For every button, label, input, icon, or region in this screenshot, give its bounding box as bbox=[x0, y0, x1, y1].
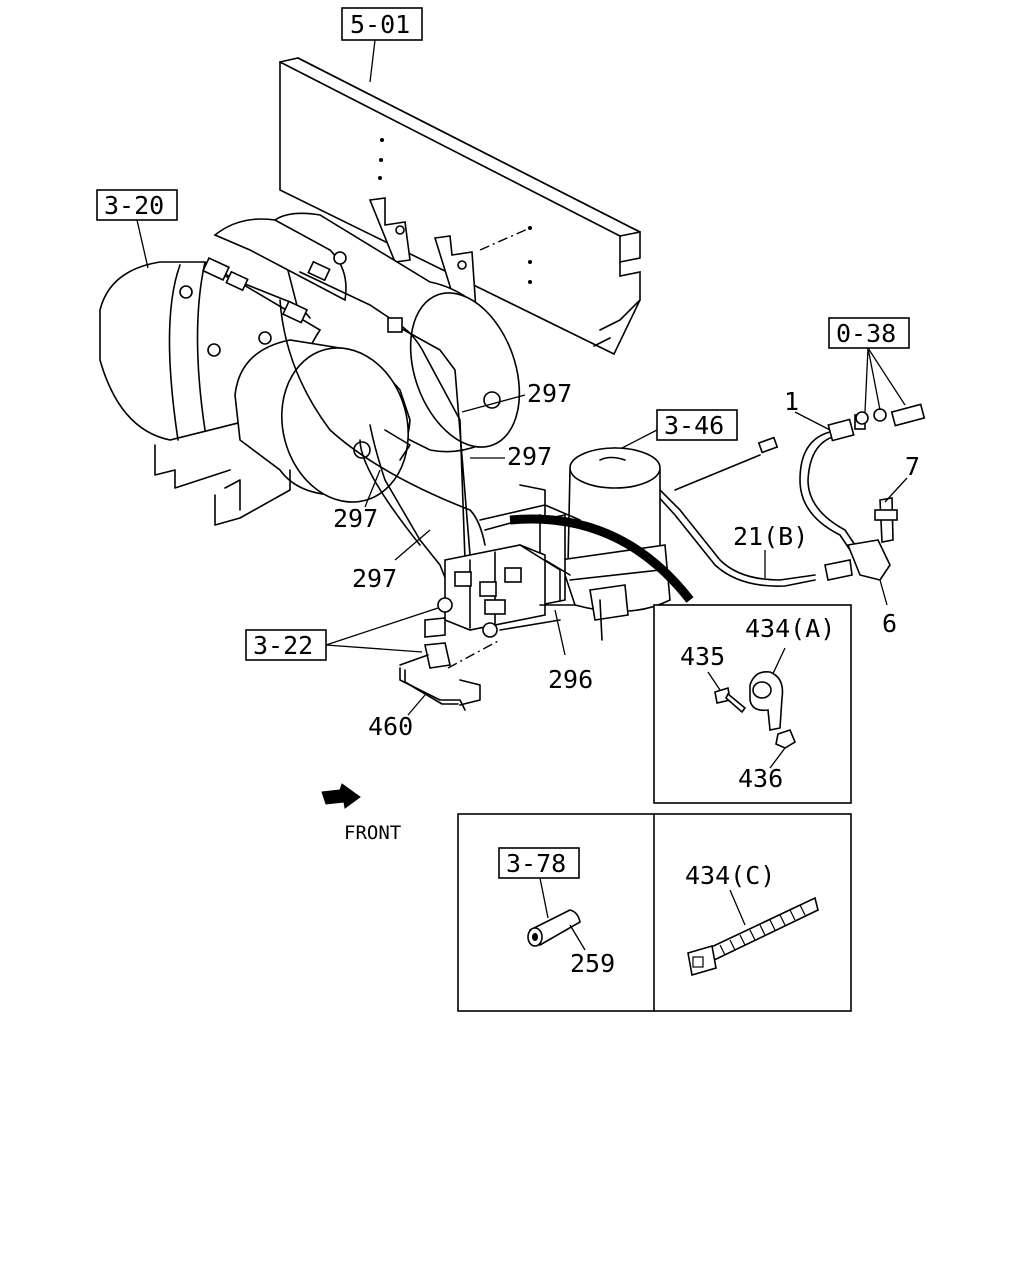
svg-text:FRONT: FRONT bbox=[344, 822, 401, 844]
svg-text:3-46: 3-46 bbox=[664, 411, 724, 440]
ref-0-38: 0-38 bbox=[828, 317, 910, 413]
inset-cable-tie: 434(C) bbox=[685, 861, 819, 977]
svg-text:3-78: 3-78 bbox=[506, 849, 566, 878]
label-296: 296 bbox=[548, 609, 593, 694]
tank-bracket bbox=[368, 197, 477, 313]
front-arrow-icon bbox=[321, 783, 361, 809]
label-460: 460 bbox=[368, 694, 426, 741]
fitting-0-38 bbox=[855, 403, 926, 427]
label-1: 1 bbox=[784, 387, 831, 431]
dryer-hose bbox=[509, 514, 694, 603]
svg-text:0-38: 0-38 bbox=[836, 319, 896, 348]
air-dryer bbox=[519, 447, 671, 641]
label-21b: 21(B) bbox=[733, 522, 808, 578]
svg-text:259: 259 bbox=[570, 949, 615, 978]
svg-text:5-01: 5-01 bbox=[350, 10, 410, 39]
svg-text:435: 435 bbox=[680, 642, 725, 671]
svg-text:7: 7 bbox=[905, 452, 920, 481]
line-fittings bbox=[202, 256, 403, 333]
svg-text:297: 297 bbox=[527, 379, 572, 408]
label-297-d: 297 bbox=[352, 529, 431, 593]
fitting-3-22 bbox=[399, 617, 501, 711]
svg-text:3-22: 3-22 bbox=[253, 631, 313, 660]
ref-3-20: 3-20 bbox=[96, 189, 178, 269]
valve-manifold bbox=[437, 504, 581, 638]
ref-5-01: 5-01 bbox=[341, 7, 423, 83]
svg-text:434(C): 434(C) bbox=[685, 861, 775, 890]
svg-text:297: 297 bbox=[333, 504, 378, 533]
inset-clip-a: 434(A) 435 436 bbox=[653, 604, 852, 804]
svg-text:1: 1 bbox=[784, 387, 799, 416]
svg-text:21(B): 21(B) bbox=[733, 522, 808, 551]
ref-3-46: 3-46 bbox=[621, 409, 738, 449]
label-6: 6 bbox=[879, 579, 897, 638]
frame-rail bbox=[279, 57, 641, 356]
label-297-b: 297 bbox=[470, 442, 552, 471]
front-indicator: FRONT bbox=[321, 783, 401, 844]
label-297-a: 297 bbox=[461, 379, 572, 413]
svg-text:297: 297 bbox=[507, 442, 552, 471]
svg-text:3-20: 3-20 bbox=[104, 191, 164, 220]
svg-text:434(A): 434(A) bbox=[745, 614, 835, 643]
ref-3-22: 3-22 bbox=[245, 607, 439, 661]
label-297-c: 297 bbox=[333, 469, 381, 533]
svg-text:296: 296 bbox=[548, 665, 593, 694]
svg-text:297: 297 bbox=[352, 564, 397, 593]
svg-text:6: 6 bbox=[882, 609, 897, 638]
label-7: 7 bbox=[884, 452, 920, 503]
svg-text:460: 460 bbox=[368, 712, 413, 741]
svg-text:436: 436 bbox=[738, 764, 783, 793]
delivery-hose bbox=[799, 414, 898, 581]
inset-part-259: 3-78 259 bbox=[498, 847, 615, 978]
